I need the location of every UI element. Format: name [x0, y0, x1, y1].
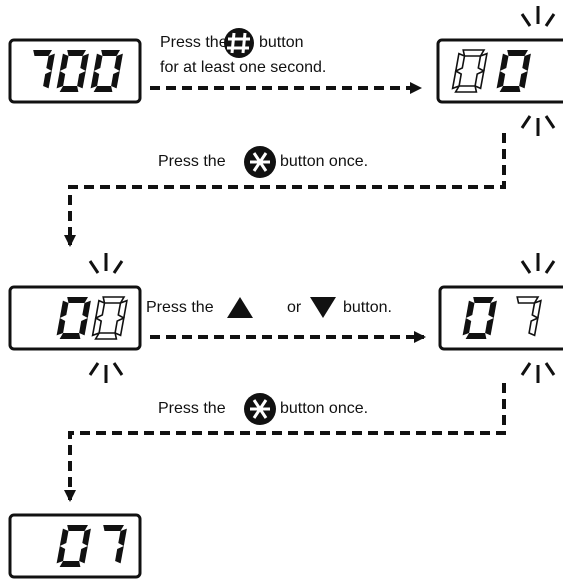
- lcd-segment: [531, 299, 542, 320]
- lcd-segment: [80, 53, 89, 71]
- lcd-segment: [117, 299, 128, 320]
- lcd-display-3: [8, 285, 142, 351]
- lcd-segment: [43, 71, 52, 89]
- step1-label-press: Press the: [160, 34, 228, 51]
- step3-label-press: Press the: [146, 299, 214, 316]
- lcd-segment: [33, 50, 52, 56]
- step3-label-or: or: [287, 299, 302, 316]
- lcd-segment: [67, 50, 86, 56]
- lcd-segment: [56, 546, 66, 564]
- step1-label-button: button: [259, 34, 304, 51]
- lcd-segment: [93, 86, 113, 92]
- lcd-segment: [93, 53, 103, 71]
- lcd-segment: [103, 525, 124, 531]
- lcd-segment: [82, 528, 91, 546]
- step4-label-press: Press the: [158, 400, 226, 417]
- lcd-segment: [114, 53, 123, 71]
- lcd-segment: [473, 297, 494, 303]
- lcd-display-5: [8, 513, 142, 579]
- step3-label-button: button.: [343, 299, 392, 316]
- lcd-segment: [59, 561, 81, 567]
- lcd-segment: [46, 53, 55, 71]
- step2-label-once: button once.: [280, 153, 369, 170]
- lcd-display-2: [436, 38, 563, 104]
- star-button-icon: [244, 393, 276, 425]
- arrow-2-to-3: [64, 133, 506, 247]
- lcd-segment: [499, 53, 509, 71]
- lcd-segment: [454, 52, 466, 73]
- lcd-segment: [477, 52, 488, 73]
- lcd-segment: [77, 71, 86, 89]
- arrow-4-to-5: [64, 383, 506, 502]
- lcd-segment: [118, 528, 127, 546]
- hash-button-icon: [224, 28, 254, 58]
- step1-label-duration: for at least one second.: [160, 59, 327, 76]
- lcd-segment: [465, 300, 475, 318]
- lcd-segment: [496, 71, 506, 89]
- up-triangle-icon: [227, 297, 253, 318]
- lcd-segment: [94, 332, 118, 340]
- step2-label-press: Press the: [158, 153, 226, 170]
- lcd-segment: [67, 525, 88, 531]
- lcd-segment: [82, 300, 91, 318]
- lcd-segment: [485, 318, 494, 336]
- lcd-digit: [496, 50, 531, 92]
- lcd-display-1: [8, 38, 142, 104]
- lcd-segment: [462, 318, 472, 336]
- lcd-segment: [488, 300, 497, 318]
- lcd-digit: [33, 50, 55, 89]
- lcd-segment: [519, 71, 528, 89]
- lcd-segment: [522, 53, 531, 71]
- down-triangle-icon: [310, 297, 336, 318]
- lcd-segment: [79, 546, 88, 564]
- lcd-segment: [499, 86, 521, 92]
- lcd-digit: [90, 50, 123, 92]
- lcd-segment: [451, 69, 463, 90]
- star-button-icon: [244, 146, 276, 178]
- lcd-digit: [103, 525, 127, 564]
- lcd-segment: [59, 300, 69, 318]
- lcd-display-4: [438, 285, 563, 351]
- blink-rays-icon: [88, 6, 556, 383]
- lcd-segment: [94, 299, 106, 320]
- step4-label-once: button once.: [280, 400, 369, 417]
- lcd-segment: [79, 318, 88, 336]
- lcd-segment: [67, 297, 88, 303]
- lcd-segment: [528, 316, 539, 337]
- lcd-segment: [59, 333, 81, 339]
- lcd-digit: [91, 296, 128, 340]
- lcd-segment: [101, 50, 120, 56]
- lcd-digit: [462, 297, 497, 339]
- lcd-segment: [507, 50, 528, 56]
- lcd-digit: [451, 49, 488, 93]
- lcd-digit: [56, 297, 91, 339]
- lcd-segment: [465, 333, 487, 339]
- lcd-segment: [91, 316, 103, 337]
- flow-arrows: [64, 82, 506, 502]
- lcd-segment: [454, 85, 478, 93]
- lcd-segment: [111, 71, 120, 89]
- lcd-segment: [115, 546, 124, 564]
- lcd-digit: [56, 525, 91, 567]
- lcd-segment: [59, 528, 69, 546]
- lcd-segment: [56, 71, 66, 89]
- lcd-segment: [56, 318, 66, 336]
- lcd-digit: [516, 296, 542, 337]
- lcd-segment: [59, 53, 69, 71]
- lcd-digit: [56, 50, 89, 92]
- lcd-segment: [90, 71, 100, 89]
- lcd-segment: [59, 86, 79, 92]
